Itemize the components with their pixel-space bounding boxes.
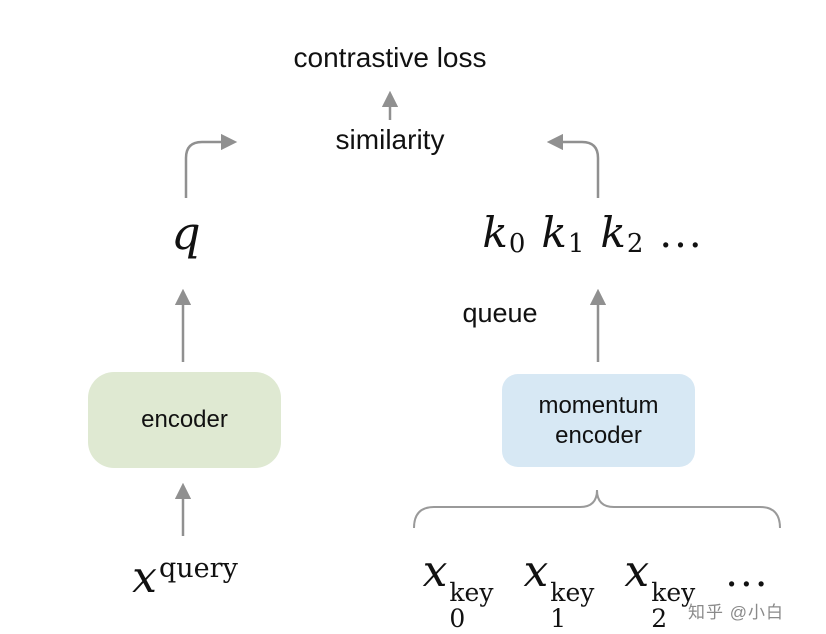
- key-subscript: 2: [626, 228, 644, 259]
- encoder-box: encoder: [88, 372, 281, 468]
- x-key-subscript: 1: [550, 604, 567, 634]
- encoder-label: encoder: [141, 406, 228, 433]
- key-base: k: [541, 208, 567, 257]
- keys-to-similarity-arrow-icon: [546, 133, 600, 198]
- key-subscript: 1: [567, 228, 585, 259]
- contrastive-loss-label: contrastive loss: [293, 42, 487, 73]
- key-base: k: [482, 208, 508, 257]
- similarity-label: similarity: [335, 124, 445, 155]
- momentum-encoder-box: momentum encoder: [502, 374, 695, 467]
- x-key-base: x: [422, 546, 448, 597]
- q-symbol: q: [171, 206, 201, 260]
- x-key-superscript: key: [449, 578, 494, 607]
- x-query-base: x: [132, 552, 158, 603]
- x-query-superscript: query: [159, 553, 238, 584]
- x-keys-ellipsis: ...: [725, 550, 770, 596]
- q-to-similarity-arrow-icon: [184, 133, 238, 198]
- key-symbol: k1: [541, 208, 584, 259]
- momentum-encoder-label-line1: momentum: [538, 391, 659, 419]
- key-subscript: 0: [508, 228, 526, 259]
- key-symbol: k0: [482, 208, 525, 259]
- x-key-subscript: 0: [449, 604, 466, 634]
- watermark: 知乎 @小白: [688, 603, 784, 622]
- curly-brace-icon: [413, 489, 781, 529]
- key-symbol: k2: [600, 208, 643, 259]
- keys-row: k0 k1 k2 ...: [482, 208, 703, 259]
- momentum-encoder-label-line2: encoder: [555, 421, 642, 449]
- x-key-superscript: key: [550, 578, 595, 607]
- keys-ellipsis: ...: [659, 211, 704, 257]
- queue-label: queue: [462, 298, 538, 328]
- key-base: k: [600, 208, 626, 257]
- x-query-symbol: xquery: [132, 552, 238, 603]
- x-key-base: x: [523, 546, 549, 597]
- x-key-superscript: key: [651, 578, 696, 607]
- x-key-subscript: 2: [651, 604, 668, 634]
- x-key-base: x: [624, 546, 650, 597]
